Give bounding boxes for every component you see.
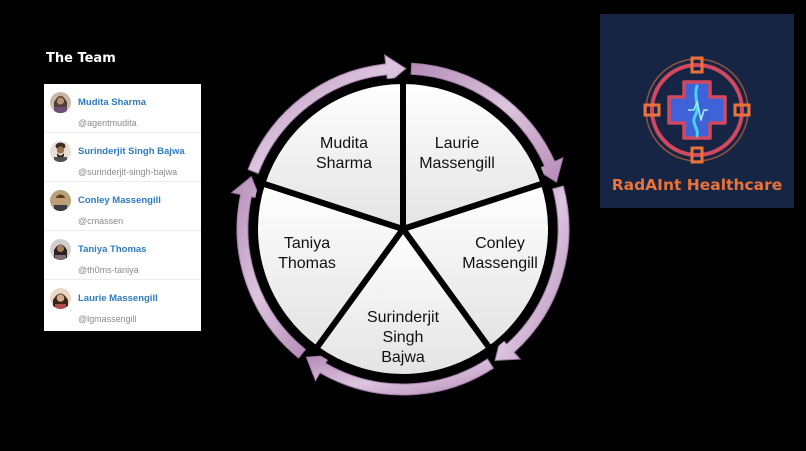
team-list: Mudita Sharma @agentmudita Surinderjit S… (44, 84, 201, 331)
segment-line: Bajwa (381, 349, 425, 366)
cycle-arrow (305, 354, 495, 396)
segment-label-mudita: Mudita Sharma (279, 134, 409, 174)
cycle-wedge (311, 223, 495, 380)
team-member-row[interactable]: Surinderjit Singh Bajwa @surinderjit-sin… (44, 133, 201, 182)
member-handle: @lgmassengill (78, 314, 137, 324)
avatar (50, 141, 71, 162)
logo-text: RadAInt Healthcare (611, 176, 783, 194)
cycle-wedges (252, 77, 554, 380)
segment-line: Sharma (315, 155, 373, 172)
member-handle: @th0ms-taniya (78, 265, 139, 275)
member-handle: @agentmudita (78, 118, 137, 128)
segment-label-conley: Conley Massengill (435, 234, 565, 274)
avatar (50, 190, 71, 211)
radaint-logo: RadAInt Healthcare (600, 14, 794, 208)
segment-line: Conley (475, 235, 525, 252)
cycle-arrow (230, 175, 307, 359)
cycle-arrow (247, 53, 407, 175)
segment-label-taniya: Taniya Thomas (242, 234, 372, 274)
cycle-wedge (258, 77, 406, 234)
medical-cross-crosshair-icon (643, 56, 751, 164)
segment-line: Massengill (419, 155, 495, 172)
member-handle: @surinderjit-singh-bajwa (78, 167, 178, 177)
segment-line: Surinderjit (366, 309, 440, 326)
member-name[interactable]: Laurie Massengill (78, 293, 158, 304)
member-name[interactable]: Mudita Sharma (78, 97, 147, 108)
cycle-arrow (494, 185, 570, 362)
member-name[interactable]: Taniya Thomas (78, 244, 147, 255)
team-member-row[interactable]: Taniya Thomas @th0ms-taniya (44, 231, 201, 280)
avatar (50, 92, 71, 113)
cycle-wedge (252, 179, 408, 353)
segment-label-surinderjit: Surinderjit Singh Bajwa (338, 308, 468, 368)
cycle-arrow (410, 62, 564, 183)
segment-label-laurie: Laurie Massengill (392, 134, 522, 174)
segment-line: Massengill (462, 255, 538, 272)
team-member-row[interactable]: Laurie Massengill @lgmassengill (44, 280, 201, 329)
segment-line: Thomas (278, 255, 336, 272)
segment-line: Singh (382, 329, 424, 346)
avatar (50, 288, 71, 309)
segment-line: Laurie (434, 135, 480, 152)
avatar (50, 239, 71, 260)
team-heading: The Team (46, 51, 116, 66)
cycle-arrows (230, 53, 570, 396)
segment-line: Taniya (283, 235, 331, 252)
segment-line: Mudita (319, 135, 369, 152)
member-handle: @cmassen (78, 216, 124, 226)
cycle-wedge (398, 179, 554, 353)
member-name[interactable]: Conley Massengill (78, 195, 161, 206)
team-member-row[interactable]: Conley Massengill @cmassen (44, 182, 201, 231)
team-member-row[interactable]: Mudita Sharma @agentmudita (44, 84, 201, 133)
member-name[interactable]: Surinderjit Singh Bajwa (78, 146, 185, 157)
